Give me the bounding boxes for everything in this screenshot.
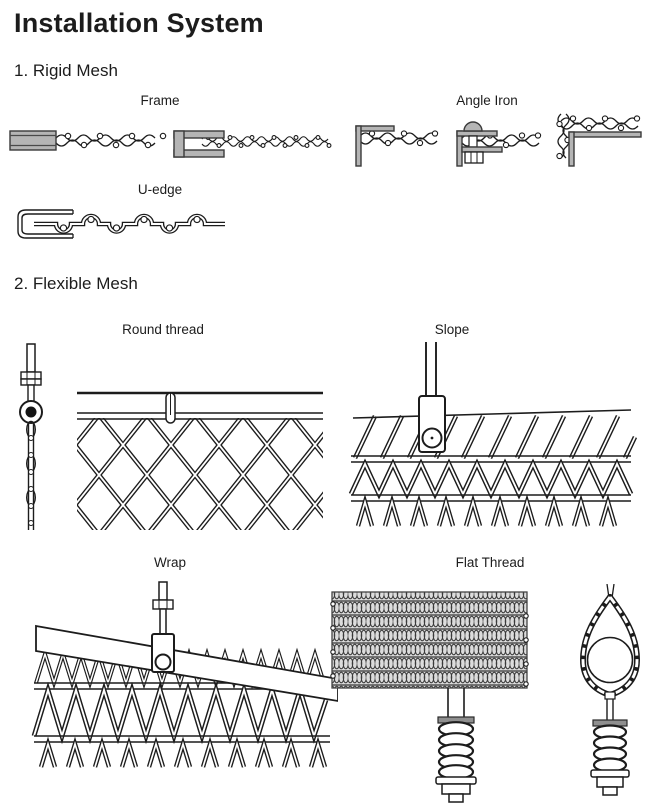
round-thread-mesh-diagram (77, 391, 323, 530)
frame-channel-diagram (173, 130, 332, 158)
label-wrap: Wrap (153, 555, 186, 570)
label-slope: Slope (434, 322, 470, 337)
flat-thread-mesh-diagram (330, 591, 529, 803)
section-heading-flexible-mesh: 2. Flexible Mesh (14, 274, 138, 293)
label-u-edge: U-edge (137, 182, 183, 197)
flat-thread-loop-diagram (579, 584, 641, 796)
label-round-thread: Round thread (122, 322, 204, 337)
label-angle-iron: Angle Iron (456, 93, 518, 108)
section-heading-rigid-mesh: 1. Rigid Mesh (14, 61, 118, 80)
slope-diagram (348, 342, 637, 527)
frame-bar-diagram (9, 130, 167, 151)
angle-iron-bolted-diagram (456, 121, 542, 167)
u-edge-diagram (17, 209, 225, 239)
page-title: Installation System (14, 8, 264, 38)
round-thread-rod-diagram (19, 343, 43, 530)
label-frame: Frame (140, 93, 180, 108)
angle-iron-diagram (355, 125, 439, 167)
wrap-diagram (31, 581, 338, 768)
angle-iron-corner-diagram (556, 113, 642, 167)
label-flat-thread: Flat Thread (455, 555, 525, 570)
